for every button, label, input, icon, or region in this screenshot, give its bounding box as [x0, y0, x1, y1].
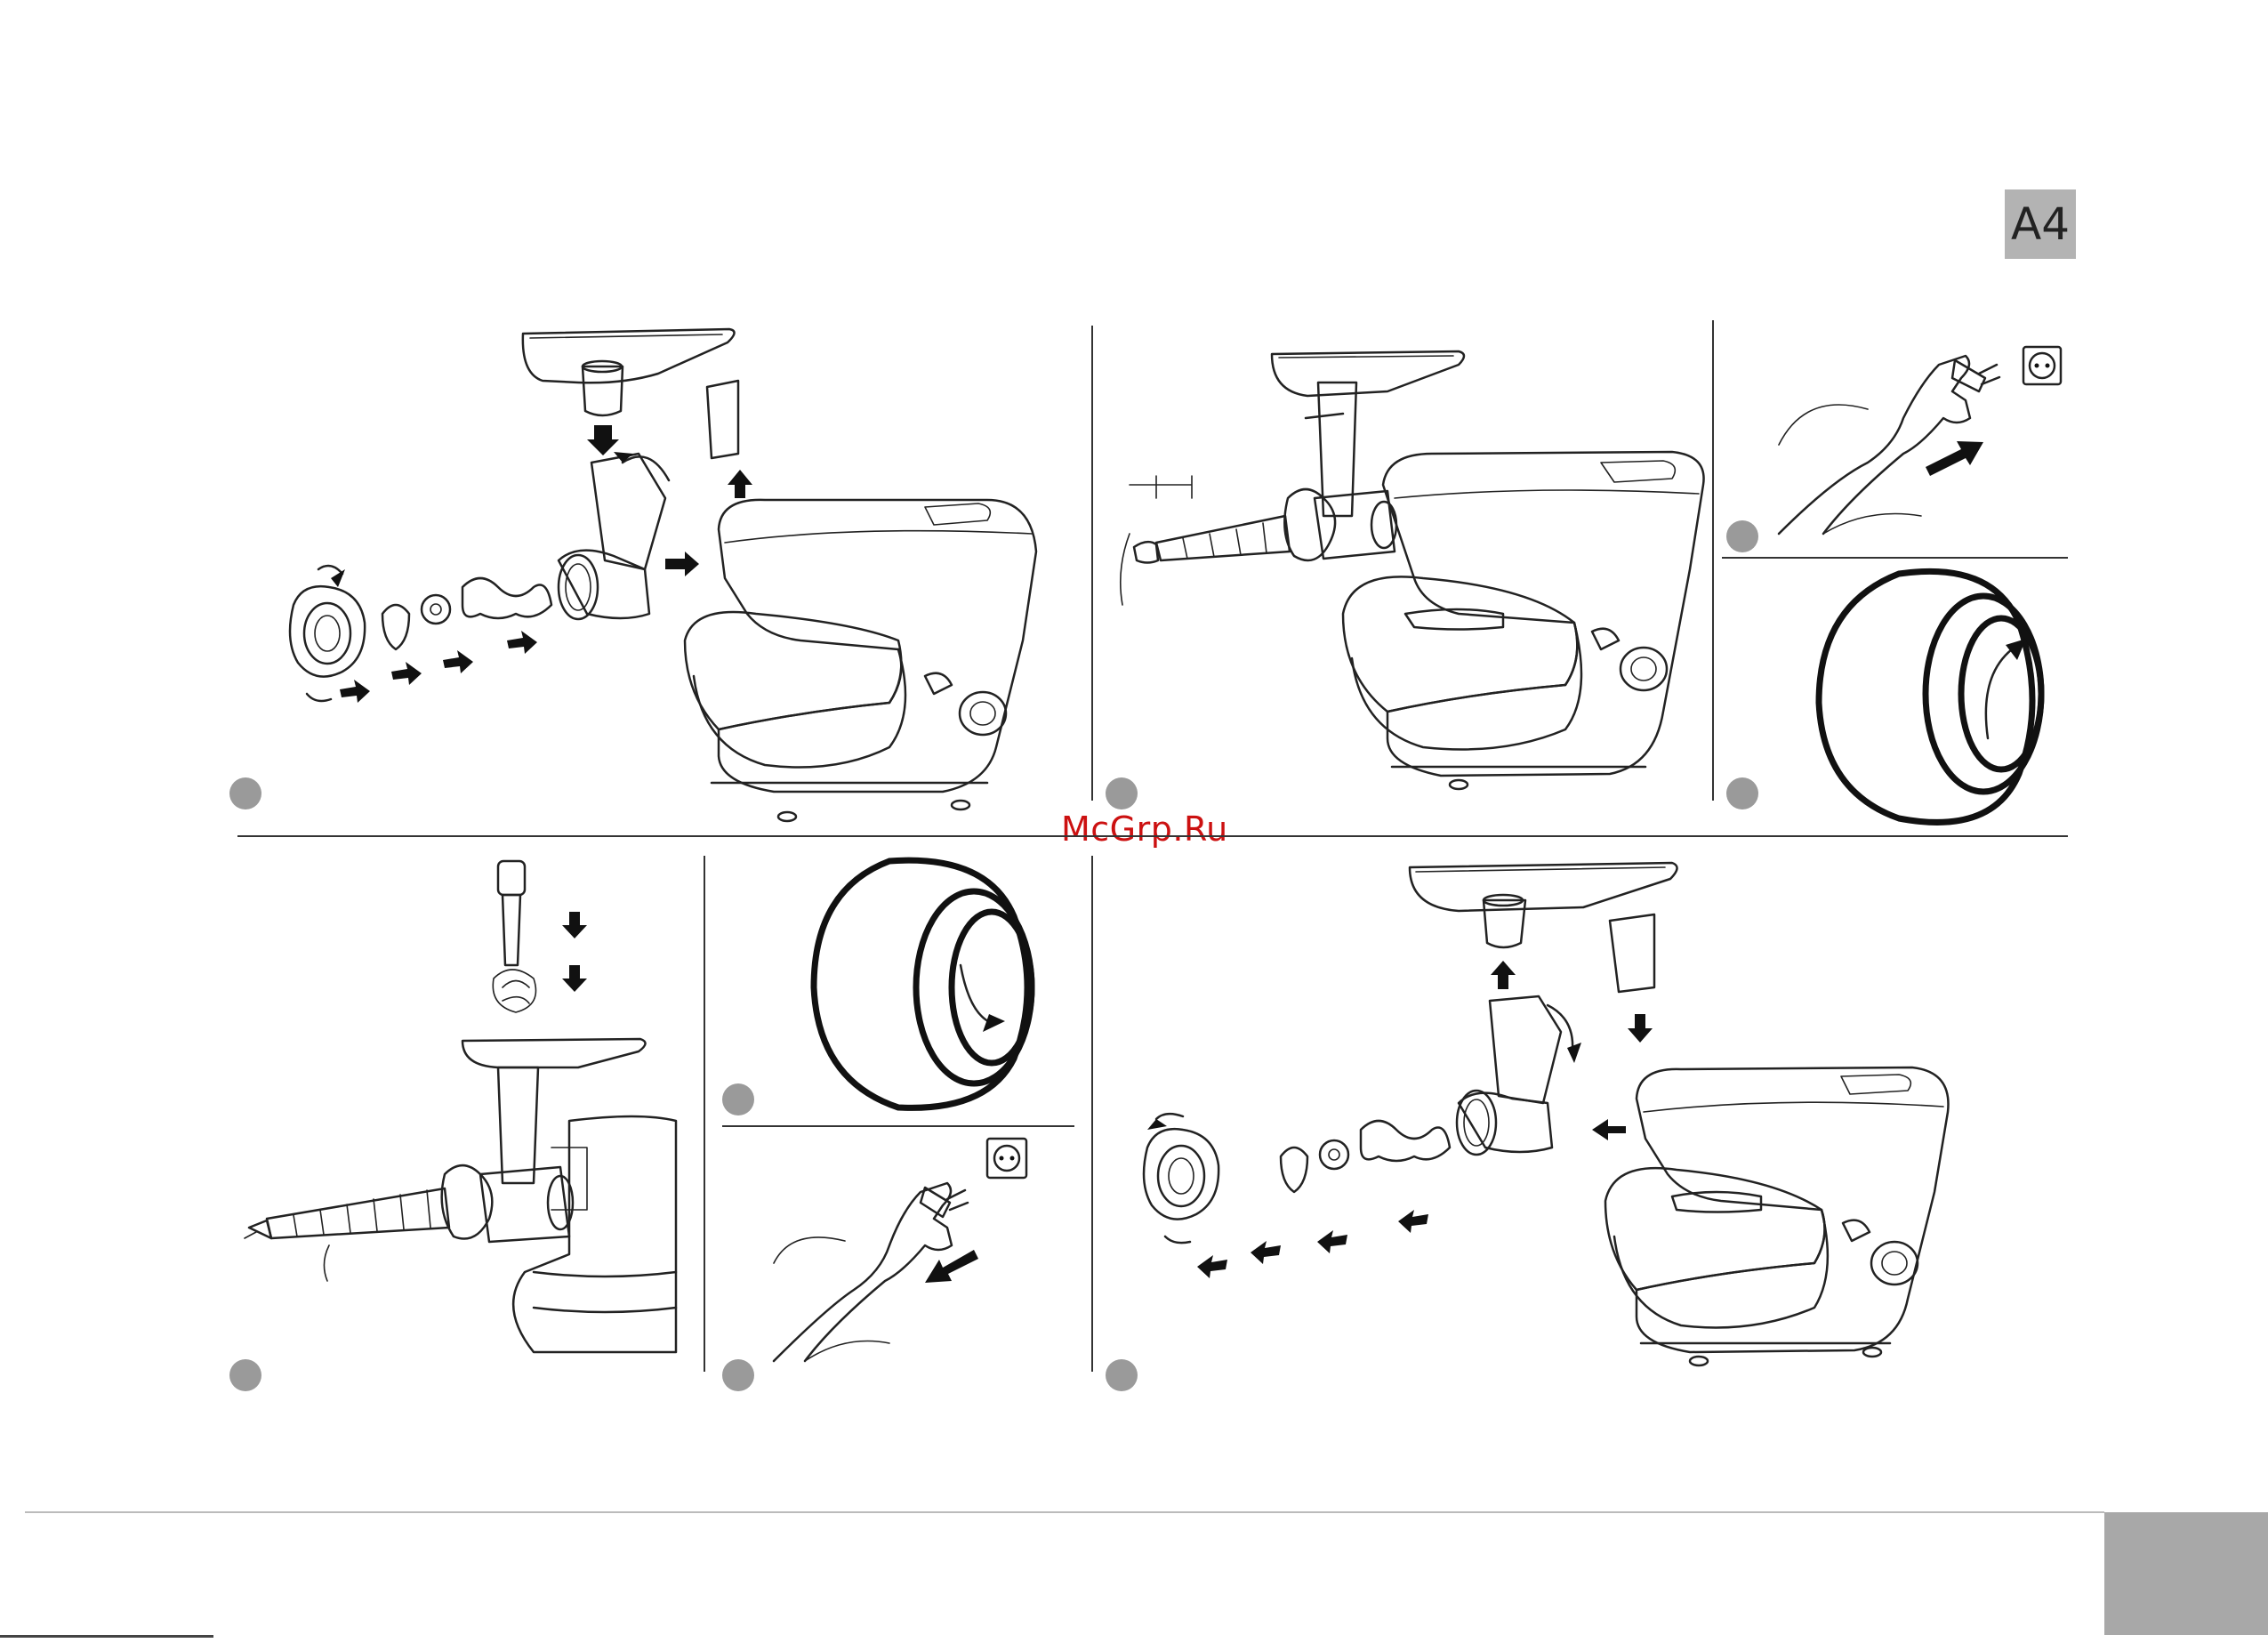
push-meat-illustration: [245, 861, 676, 1352]
dial-clockwise-illustration: [1819, 571, 2041, 822]
disassembly-illustration: [1144, 863, 1949, 1365]
sausage-nozzle-illustration: [1121, 351, 1704, 789]
panel-dividers: [25, 320, 2104, 1512]
assembly-illustration: [290, 329, 1036, 821]
dial-counterclockwise-illustration: [814, 860, 1032, 1107]
unplug-illustration: [774, 1139, 1026, 1361]
plug-in-illustration: [1779, 347, 2061, 534]
